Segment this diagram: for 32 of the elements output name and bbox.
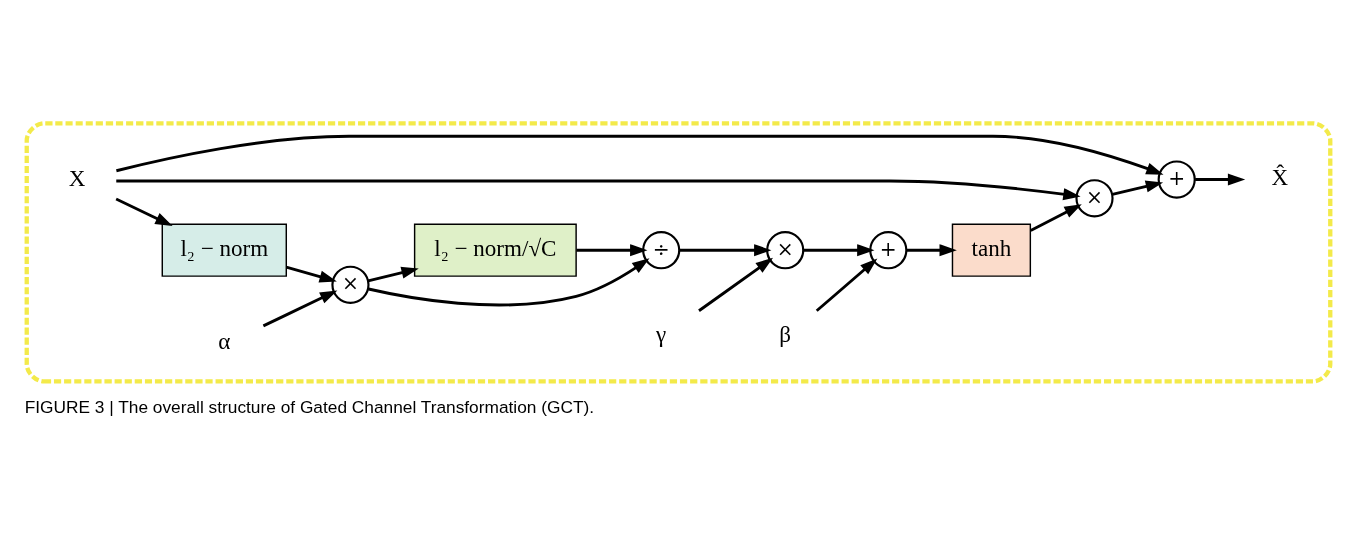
node-circle: × — [766, 230, 805, 269]
node-circle: × — [1075, 178, 1114, 217]
arrow — [679, 243, 772, 256]
node-text: X — [68, 164, 86, 191]
node-text: X̂ — [1271, 163, 1289, 190]
node-circle: × — [331, 265, 370, 304]
arrow — [116, 134, 1164, 175]
arrow — [368, 257, 650, 306]
arrow — [576, 243, 648, 256]
arrow — [1195, 172, 1246, 186]
arrow — [815, 257, 878, 312]
arrow — [367, 266, 419, 282]
arrow — [286, 265, 337, 283]
arrow — [1030, 203, 1082, 232]
arrow — [906, 243, 957, 256]
arrow — [262, 289, 338, 327]
node-text: α — [218, 327, 231, 354]
node-circle: ÷ — [642, 230, 681, 269]
arrow — [1112, 180, 1164, 196]
node-text: γ — [656, 320, 667, 347]
arrow — [116, 179, 1081, 200]
caption: FIGURE 3 | The overall structure of Gated Channel Transformation (GCT). — [24, 396, 595, 417]
cluster — [24, 120, 1333, 384]
node-box: l₂ − norm/√C — [413, 223, 577, 277]
node-text: β — [779, 320, 792, 347]
node-box: l₂ − norm — [161, 223, 287, 277]
arrow — [698, 257, 774, 312]
node-circle: + — [1157, 159, 1196, 199]
node-box: tanh — [951, 223, 1032, 277]
arrow — [115, 197, 173, 226]
node-circle: + — [869, 230, 908, 269]
arrow — [803, 243, 875, 256]
